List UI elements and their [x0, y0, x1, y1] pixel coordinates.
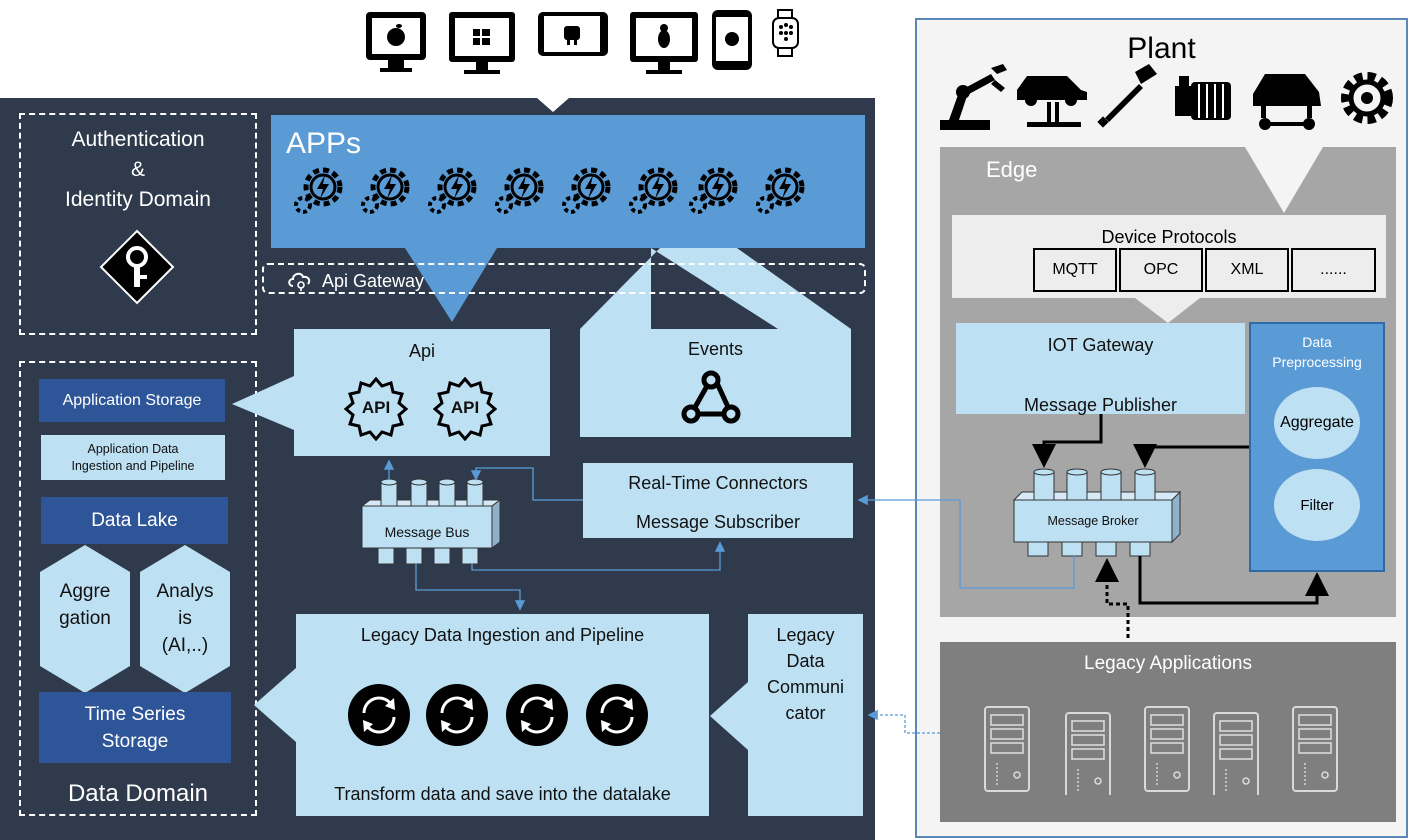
protocol-more: ...... [1291, 248, 1376, 292]
legacy-applications-panel [940, 642, 1396, 822]
app-gear-icon [631, 170, 675, 212]
gear-icon [1341, 72, 1393, 124]
device-protocols-title: Device Protocols [1101, 227, 1237, 247]
windows-desktop-icon [449, 12, 515, 74]
protocol-xml: XML [1205, 248, 1289, 292]
api-box: Api API API [294, 329, 550, 456]
server-icon [1065, 712, 1111, 795]
aggregate-node: Aggregate [1274, 387, 1360, 459]
app-gear-icon [296, 170, 340, 212]
webhook-icon [681, 370, 741, 424]
sync-icon [504, 682, 570, 748]
server-icon [984, 706, 1030, 792]
api-title: Api [408, 341, 435, 361]
screwdriver-icon [1097, 64, 1157, 128]
auth-title: Authentication & Identity Domain [65, 128, 211, 211]
key-diamond-icon [99, 229, 175, 305]
analysis-label: Analys is (AI,..) [156, 581, 214, 656]
message-bus-label: Message Bus [384, 524, 470, 540]
message-publisher-label: Message Publisher [1023, 395, 1178, 415]
app-gear-icon [430, 170, 474, 212]
legacy-ingestion-footer: Transform data and save into the datalak… [334, 784, 671, 804]
app-gear-icons [293, 165, 853, 220]
car-assembly-icon [1253, 74, 1321, 130]
api-gear-icon: API [433, 377, 497, 441]
legacy-applications-title: Legacy Applications [1084, 653, 1252, 674]
robot-arm-icon [940, 64, 1007, 130]
protocol-mqtt: MQTT [1033, 248, 1117, 292]
app-gear-icon [363, 170, 407, 212]
legacy-ingestion-box: Legacy Data Ingestion and Pipeline Trans… [296, 614, 709, 816]
legacy-communicator-box: Legacy Data Communi cator [748, 614, 863, 816]
sync-icon [346, 682, 412, 748]
edge-title: Edge [986, 157, 1038, 182]
api-gear-icon: API [344, 377, 408, 441]
data-lake-box: Data Lake [41, 497, 228, 544]
data-domain-title: Data Domain [67, 780, 209, 807]
data-domain [19, 361, 257, 816]
apps-title: APPs [286, 127, 362, 160]
events-title: Events [687, 339, 744, 359]
application-ingestion-box: Application Data Ingestion and Pipeline [41, 435, 225, 480]
message-subscriber-label: Message Subscriber [635, 512, 801, 532]
device-icons-row [366, 9, 799, 74]
filter-node: Filter [1274, 469, 1360, 541]
android-tablet-icon [538, 12, 608, 56]
apps-box: APPs [271, 115, 865, 248]
server-icon [1144, 706, 1190, 792]
auth-identity-domain: Authentication & Identity Domain [19, 113, 257, 335]
application-storage-box: Application Storage [39, 379, 225, 422]
legacy-server-icons [984, 706, 1338, 795]
message-broker-label: Message Broker [1047, 514, 1139, 528]
realtime-connectors-box: Real-Time Connectors Message Subscriber [583, 463, 853, 538]
server-icon [1292, 706, 1338, 792]
app-gear-icon [564, 170, 608, 212]
app-gear-icon [497, 170, 541, 212]
cloud-icon [288, 272, 311, 291]
data-preprocessing-title: Data Preprocessing [1272, 334, 1362, 370]
iot-gateway-box: IOT Gateway Message Publisher [956, 323, 1245, 415]
time-series-storage-box: Time Series Storage [39, 692, 231, 763]
plant-title: Plant [1127, 32, 1196, 65]
device-protocols-box: Device Protocols MQTT OPC XML ...... [952, 215, 1386, 298]
server-icon [1213, 712, 1259, 795]
linux-desktop-icon [630, 12, 698, 74]
plant-machine-icons [940, 64, 1393, 130]
api-gateway-bar: Api Gateway [262, 263, 866, 294]
smartwatch-icon [772, 9, 799, 57]
car-lift-icon [1017, 76, 1087, 127]
protocol-opc: OPC [1119, 248, 1203, 292]
sync-icon [584, 682, 650, 748]
api-gateway-label: Api Gateway [322, 271, 425, 291]
apple-desktop-icon [366, 12, 426, 72]
iphone-icon [712, 10, 752, 70]
motor-icon [1175, 76, 1231, 120]
realtime-connectors-label: Real-Time Connectors [628, 473, 808, 493]
sync-icon [424, 682, 490, 748]
app-gear-icon [758, 170, 802, 212]
app-gear-icon [691, 170, 735, 212]
aggregation-label: Aggre gation [59, 581, 111, 629]
sync-icons [346, 682, 650, 748]
iot-gateway-title: IOT Gateway [1047, 335, 1154, 355]
events-box: Events [580, 329, 851, 437]
legacy-ingestion-title: Legacy Data Ingestion and Pipeline [360, 625, 645, 645]
data-preprocessing-box: Data Preprocessing Aggregate Filter [1249, 322, 1385, 572]
